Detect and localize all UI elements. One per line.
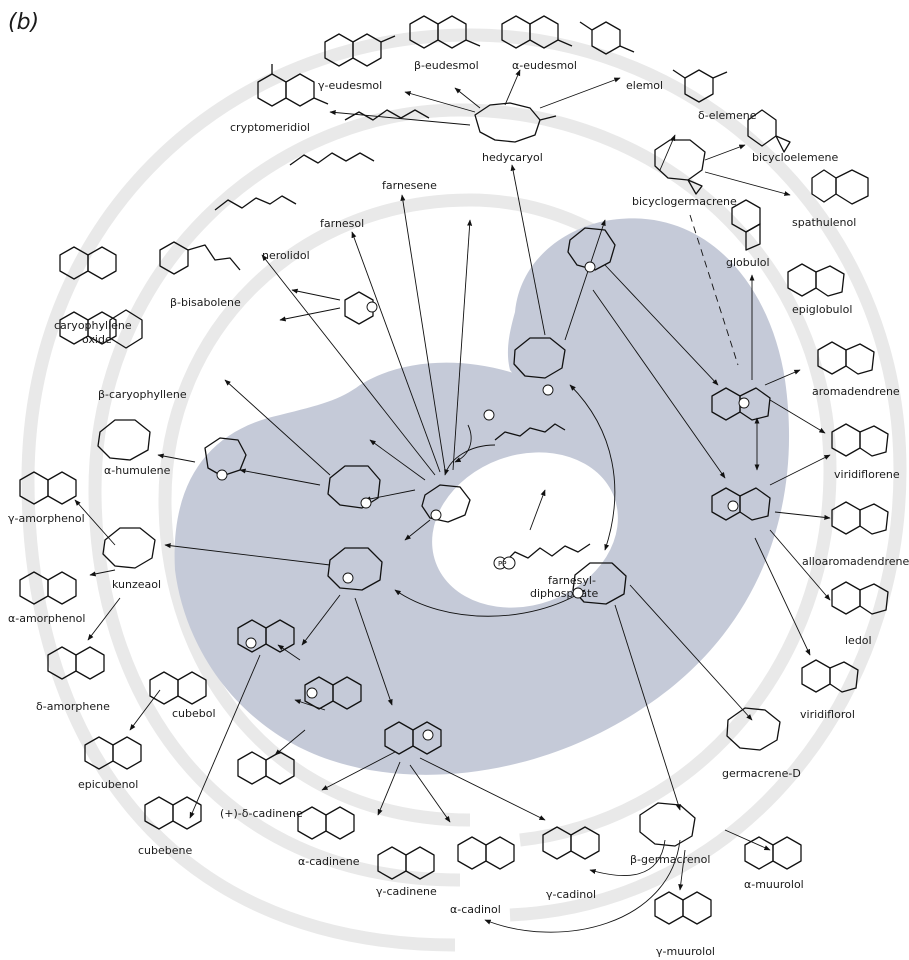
panel-label: (b) bbox=[8, 10, 40, 35]
label-a-muurolol: α-muurolol bbox=[744, 878, 804, 891]
label-d-elemene: δ-elemene bbox=[698, 109, 757, 122]
label-epicubenol: epicubenol bbox=[78, 778, 138, 791]
label-a-humulene: α-humulene bbox=[104, 464, 171, 477]
label-bicyclogermacrene: bicyclogermacrene bbox=[632, 195, 737, 208]
label-caryophyllene-oxide-2: oxide bbox=[82, 333, 112, 346]
label-bicycloelemene: bicycloelemene bbox=[752, 151, 838, 164]
label-g-muurolol: γ-muurolol bbox=[656, 945, 715, 958]
label-g-cadinol: γ-cadinol bbox=[546, 888, 596, 901]
cation-charges bbox=[216, 261, 750, 741]
label-hedycaryol: hedycaryol bbox=[482, 151, 543, 164]
compound-labels: cryptomeridiol γ-eudesmol β-eudesmol α-e… bbox=[8, 59, 909, 958]
active-site-region bbox=[174, 218, 790, 775]
label-b-eudesmol: β-eudesmol bbox=[414, 59, 479, 72]
label-d-amorphene: δ-amorphene bbox=[36, 700, 110, 713]
label-d-cadinene: (+)-δ-cadinene bbox=[220, 807, 303, 820]
label-cryptomeridiol: cryptomeridiol bbox=[230, 121, 310, 134]
label-elemol: elemol bbox=[626, 79, 663, 92]
label-g-eudesmol: γ-eudesmol bbox=[318, 79, 382, 92]
label-kunzeaol: kunzeaol bbox=[112, 578, 161, 591]
diphosphate-group: PP bbox=[493, 556, 516, 570]
label-alloaromadendrene: alloaromadendrene bbox=[802, 555, 909, 568]
label-fpp-2: diphosphate bbox=[530, 587, 598, 600]
pp-label: PP bbox=[498, 560, 506, 568]
label-g-cadinene: γ-cadinene bbox=[376, 885, 437, 898]
molecule-structures bbox=[19, 15, 889, 925]
label-g-amorphenol: γ-amorphenol bbox=[8, 512, 85, 525]
label-viridiflorol: viridiflorol bbox=[800, 708, 855, 721]
label-ledol: ledol bbox=[845, 634, 872, 647]
label-b-germacrenol: β-germacrenol bbox=[630, 853, 710, 866]
label-cubebol: cubebol bbox=[172, 707, 216, 720]
reaction-arrows bbox=[74, 69, 831, 933]
label-a-eudesmol: α-eudesmol bbox=[512, 59, 577, 72]
label-caryophyllene-oxide-1: caryophyllene bbox=[54, 319, 132, 332]
label-nerolidol: nerolidol bbox=[262, 249, 310, 262]
label-globulol: globulol bbox=[726, 256, 770, 269]
label-spathulenol: spathulenol bbox=[792, 216, 856, 229]
label-fpp-1: farnesyl- bbox=[548, 574, 596, 587]
label-b-bisabolene: β-bisabolene bbox=[170, 296, 241, 309]
label-b-caryophyllene: β-caryophyllene bbox=[98, 388, 187, 401]
label-cubebene: cubebene bbox=[138, 844, 192, 857]
label-farnesol: farnesol bbox=[320, 217, 364, 230]
label-a-cadinol: α-cadinol bbox=[450, 903, 501, 916]
label-germacrene-d: germacrene-D bbox=[722, 767, 801, 780]
label-a-cadinene: α-cadinene bbox=[298, 855, 360, 868]
label-epiglobulol: epiglobulol bbox=[792, 303, 852, 316]
label-viridiflorene: viridiflorene bbox=[834, 468, 900, 481]
label-a-amorphenol: α-amorphenol bbox=[8, 612, 85, 625]
label-aromadendrene: aromadendrene bbox=[812, 385, 900, 398]
label-farnesene: farnesene bbox=[382, 179, 437, 192]
